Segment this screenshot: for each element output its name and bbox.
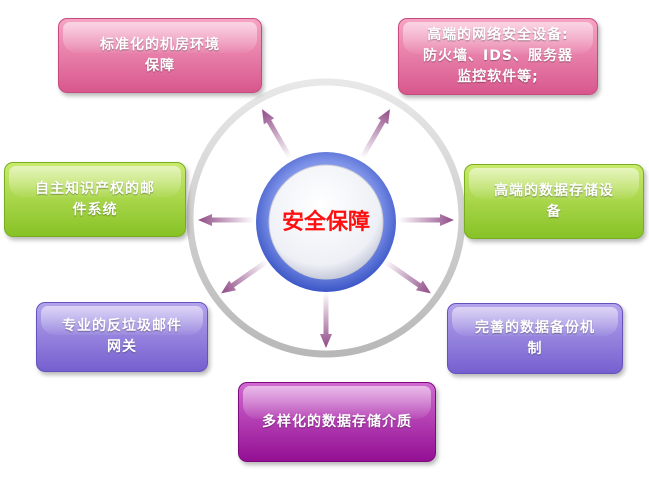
node-machine-room-environment: 标准化的机房环境 保障 [58, 18, 262, 93]
arrow-to-bottom-right [383, 259, 431, 294]
node-anti-spam-gateway: 专业的反垃圾邮件 网关 [36, 302, 208, 372]
node-storage-media: 多样化的数据存储介质 [238, 382, 436, 462]
arrow-to-top-left [262, 109, 293, 159]
arrow-to-left [198, 214, 254, 226]
arrow-to-bottom-left [221, 259, 269, 294]
node-mail-system: 自主知识产权的邮 件系统 [4, 162, 186, 237]
node-backup-mechanism: 完善的数据备份机 制 [447, 303, 623, 374]
arrow-to-bottom [320, 292, 332, 348]
arrow-to-right [398, 214, 454, 226]
arrow-to-top-right [359, 109, 390, 159]
center-title: 安全保障 [281, 210, 370, 235]
node-storage-devices: 高端的数据存储设 备 [464, 164, 644, 239]
node-network-security-devices: 高端的网络安全设备: 防火墙、IDS、服务器 监控软件等; [398, 18, 598, 95]
center-disc [268, 164, 384, 280]
